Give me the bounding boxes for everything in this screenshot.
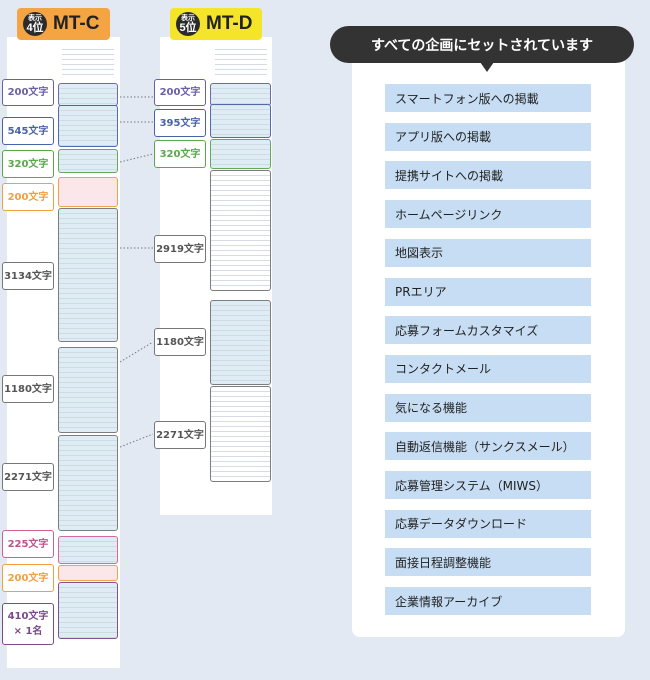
char-count-label: 200文字	[2, 79, 54, 106]
badge-label: 表示	[28, 15, 42, 22]
feature-item: 提携サイトへの掲載	[385, 161, 591, 190]
plan-name: MT-C	[53, 13, 100, 34]
page-header-thumb	[62, 45, 114, 75]
char-count-label: 1180文字	[154, 328, 206, 356]
feature-item: アプリ版への掲載	[385, 122, 591, 151]
char-count-label: 2919文字	[154, 235, 206, 263]
section-box	[58, 177, 118, 207]
feature-item: コンタクトメール	[385, 354, 591, 383]
char-count-label: 225文字	[2, 530, 54, 558]
feature-item: 地図表示	[385, 238, 591, 267]
feature-item: 企業情報アーカイブ	[385, 587, 591, 616]
feature-item: 応募データダウンロード	[385, 509, 591, 538]
char-count-label: 2271文字	[2, 463, 54, 491]
feature-item: 応募管理システム（MIWS）	[385, 471, 591, 499]
plan-name: MT-D	[206, 13, 253, 34]
char-count-label: 2271文字	[154, 421, 206, 449]
feature-item: 応募フォームカスタマイズ	[385, 316, 591, 345]
char-count-label: 410文字 × 1名	[2, 603, 54, 645]
char-count-label: 200文字	[2, 183, 54, 211]
section-box	[210, 104, 271, 138]
callout-pointer	[480, 62, 494, 72]
section-box	[210, 386, 271, 482]
section-box	[58, 149, 118, 173]
features-panel	[352, 55, 625, 637]
feature-item: ホームページリンク	[385, 200, 591, 229]
char-count-label: 320文字	[2, 150, 54, 178]
section-box	[210, 300, 271, 385]
feature-item: 面接日程調整機能	[385, 548, 591, 577]
section-box	[210, 139, 271, 169]
char-count-label: 545文字	[2, 117, 54, 145]
section-box	[210, 83, 271, 106]
section-box	[58, 565, 118, 581]
section-box	[58, 83, 118, 106]
char-count-label: 1180文字	[2, 375, 54, 403]
section-box	[58, 208, 118, 342]
char-count-label: 3134文字	[2, 262, 54, 290]
badge-label: 表示	[181, 15, 195, 22]
section-box	[58, 536, 118, 564]
section-box	[210, 170, 271, 291]
features-title: すべての企画にセットされています	[330, 26, 634, 63]
feature-item: スマートフォン版への掲載	[385, 84, 591, 112]
section-box	[58, 105, 118, 147]
char-count-label: 395文字	[154, 109, 206, 137]
feature-item: PRエリア	[385, 277, 591, 306]
feature-item: 気になる機能	[385, 393, 591, 422]
section-box	[58, 435, 118, 531]
feature-item: 自動返信機能（サンクスメール）	[385, 432, 591, 461]
char-count-label: 320文字	[154, 140, 206, 168]
page-header-thumb	[215, 45, 267, 75]
char-count-label: 200文字	[154, 79, 206, 106]
section-box	[58, 347, 118, 433]
char-count-label: 200文字	[2, 564, 54, 592]
badge-rank: 4位	[26, 22, 44, 34]
badge-rank: 5位	[179, 22, 197, 34]
section-box	[58, 582, 118, 639]
